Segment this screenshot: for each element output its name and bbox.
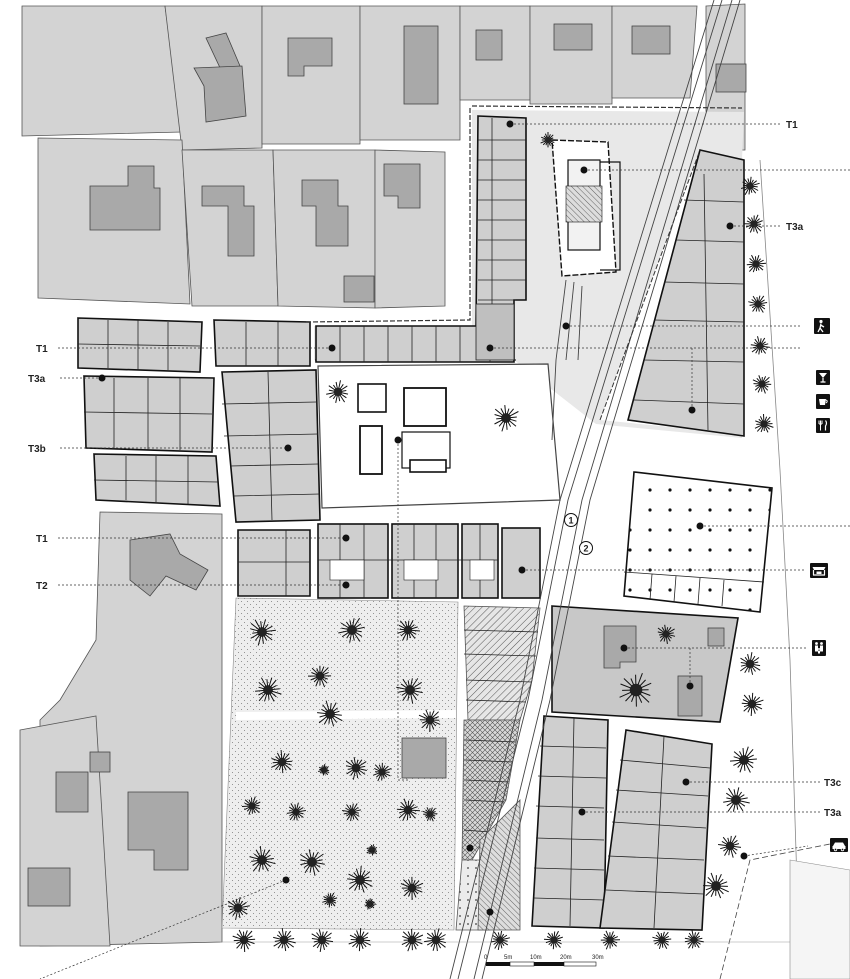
scale-tick-10m: 10m [530,955,542,961]
tree [543,930,563,950]
tree [743,214,763,234]
allotment-gardens [455,605,541,931]
zone-labels-right: T1 T3a T3c T3a [786,120,842,819]
tree [271,749,293,774]
tree [657,624,676,644]
tree [400,876,424,901]
tree [322,892,338,908]
tree [754,413,774,433]
trees [227,132,774,953]
tree [740,176,760,195]
tree [345,757,367,780]
central-plaza [317,363,561,509]
tree [748,295,768,313]
tree [396,798,421,822]
tree [752,375,772,394]
zone-label-t1: T1 [36,344,48,355]
market-hall [623,471,773,613]
tree [540,132,555,148]
tree [250,619,276,646]
railway [449,0,741,979]
tree [273,928,296,952]
tree [373,762,392,782]
tree [338,617,365,643]
tree [397,619,421,641]
scale-tick-30m: 30m [592,955,604,961]
pedestrian-icon [814,318,830,334]
scale-tick-5m: 5m [504,955,512,961]
zone-label-t2: T2 [36,581,48,592]
tree [232,929,256,953]
car-icon [830,838,848,852]
tree [299,849,325,876]
marker-1: 1 [568,516,573,526]
zone-label-t3a: T3a [786,222,804,233]
tree [249,846,276,872]
tree [347,865,373,893]
tree [422,807,438,822]
tree [723,787,750,812]
zone-label-t3c: T3c [824,778,842,789]
scale-bar: 0 5m 10m 20m 30m [484,955,604,967]
existing-left-lots [19,511,223,947]
tree [255,677,282,702]
tree [750,336,770,355]
tree [703,872,729,899]
zone-labels-left: T1 T3a T3b T1 T2 [28,344,48,592]
west-block-a [77,317,221,507]
zone-label-t1: T1 [786,120,798,131]
zone-label-t3a: T3a [28,374,46,385]
south-row-blocks [237,523,541,599]
tree [227,897,250,920]
location-dots [98,120,748,916]
coffee-cup-icon [816,394,830,409]
tree [619,673,652,707]
tree [418,709,441,733]
central-l-block [305,105,744,438]
tree [286,802,306,821]
tree [600,930,621,950]
tree [741,692,764,717]
tree [490,930,510,950]
zone-label-t3a: T3a [824,808,842,819]
tree [494,405,519,432]
station-hall [551,139,621,277]
zone-label-t1: T1 [36,534,48,545]
cocktail-glass-icon [816,370,830,385]
east-parcels-top [626,149,745,437]
tree [652,931,672,950]
tree [348,927,372,952]
tree [318,764,330,776]
tree [317,700,343,727]
tree [396,678,423,704]
scale-tick-0: 0 [484,955,488,961]
leader-lines [39,123,850,979]
tree [746,254,767,273]
tree [684,930,704,949]
tree [718,835,742,858]
numbered-markers: 1 2 [564,513,593,555]
tree [342,803,362,822]
scale-tick-20m: 20m [560,955,572,961]
zone-label-t3b: T3b [28,444,46,455]
park [221,597,459,931]
tree [364,898,377,910]
west-block-b [213,319,321,523]
tree [311,929,334,952]
south-east-parcels [531,605,739,931]
tree [401,928,424,952]
family-icon [812,640,826,656]
marker-2: 2 [583,544,588,554]
tree [729,746,757,773]
market-stall-icon [810,563,828,578]
tree [740,652,761,675]
tree [326,380,349,404]
tree [366,844,378,856]
tree [424,928,446,952]
existing-residential-lots [21,3,747,309]
cutlery-icon [816,418,830,433]
tree [307,665,332,688]
tree [241,796,261,815]
